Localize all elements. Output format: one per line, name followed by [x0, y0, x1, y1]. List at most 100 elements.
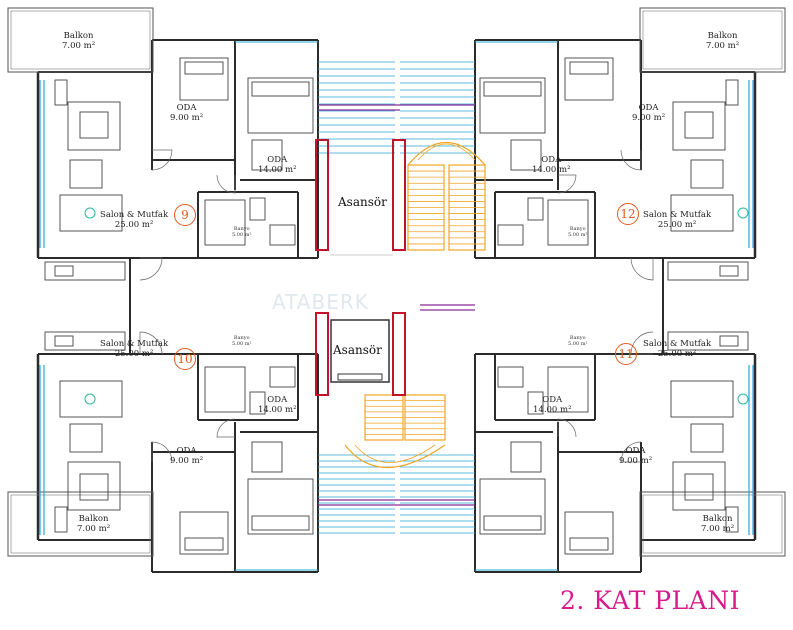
- dining-table-u9: [59, 194, 123, 232]
- stairs: [344, 142, 486, 469]
- table-accent-1: [737, 207, 749, 219]
- balcony-inner-u12: [642, 10, 783, 70]
- door-entry-u10: [139, 331, 163, 355]
- double-bed-u12: [479, 77, 546, 134]
- balcony-outer-u9: [7, 7, 154, 73]
- single-bed-u9: [179, 57, 229, 101]
- stair-landing-curve-lower: [344, 444, 446, 469]
- single-bed-u10: [179, 511, 229, 555]
- furniture: [44, 57, 749, 555]
- bath-sink-u12: [497, 224, 524, 246]
- toilet-u11: [527, 391, 544, 415]
- table-accent-3: [737, 393, 749, 405]
- armchair-u11: [690, 423, 724, 453]
- coffee-table-u12: [684, 111, 714, 139]
- kitchen-counter-u9: [44, 261, 126, 281]
- balcony-inner-u11: [642, 494, 783, 554]
- bed-pillows-u12: [483, 81, 542, 97]
- side-chair-u12: [725, 79, 739, 106]
- sofa-set-u11: [672, 461, 726, 511]
- single-bed-pillow-u9: [184, 61, 224, 75]
- kitchen-sink-u9: [54, 265, 74, 277]
- door-small-room-u9: [151, 149, 173, 171]
- door-small-room-u10: [151, 441, 173, 463]
- bath-sink-u11: [497, 366, 524, 388]
- unit-number-10: 10: [174, 348, 196, 370]
- window-and-rail-lines: [39, 41, 754, 571]
- sofa-set-u9: [67, 101, 121, 151]
- door-entry-u12: [630, 257, 654, 281]
- balconies: [7, 7, 786, 557]
- toilet-u12: [527, 197, 544, 221]
- dining-table-u12: [670, 194, 734, 232]
- single-bed-pillow-u11: [569, 537, 609, 551]
- bed-pillows-u11: [483, 515, 542, 531]
- elevator-left-wall-bottom: [315, 312, 329, 396]
- watermark: ATABERK: [272, 290, 369, 314]
- side-chair-u10: [54, 506, 68, 533]
- coffee-table-u9: [79, 111, 109, 139]
- kitchen-sink-u10: [54, 335, 74, 347]
- bath-sink-u10: [269, 366, 296, 388]
- double-bed-u9: [247, 77, 314, 134]
- elevator-right-wall-top: [392, 139, 406, 251]
- sofa-set-u12: [672, 101, 726, 151]
- stair-landing-curve-upper: [407, 142, 486, 166]
- kitchen-sink-u11: [719, 335, 739, 347]
- door-entry-u9: [139, 257, 163, 281]
- kitchen-counter-u11: [667, 331, 749, 351]
- kitchen-sink-u12: [719, 265, 739, 277]
- elevator-label-bottom: Asansör: [333, 343, 382, 357]
- bed-pillows-u9: [251, 81, 310, 97]
- table-accent-2: [84, 393, 96, 405]
- sofa-set-u10: [67, 461, 121, 511]
- balcony-outer-u10: [7, 491, 154, 557]
- elevator-right-wall-bottom: [392, 312, 406, 396]
- elevator-cab-bottom: [330, 319, 390, 383]
- coffee-table-u11: [684, 473, 714, 501]
- table-accent-0: [84, 207, 96, 219]
- single-bed-pillow-u12: [569, 61, 609, 75]
- balcony-inner-u10: [10, 494, 151, 554]
- door-swings: [139, 149, 654, 463]
- wardrobe-u11: [510, 441, 542, 473]
- side-chair-u11: [725, 506, 739, 533]
- elevator-door-bottom: [337, 373, 383, 381]
- door-small-room-u11: [620, 441, 642, 463]
- balcony-outer-u11: [639, 491, 786, 557]
- wardrobe-u10: [251, 441, 283, 473]
- elevator-left-wall-top: [315, 139, 329, 251]
- armchair-u12: [690, 159, 724, 189]
- door-bedroom-u10: [216, 418, 236, 438]
- elevator-label-top: Asansör: [338, 195, 387, 209]
- double-bed-u11: [479, 478, 546, 535]
- toilet-u9: [249, 197, 266, 221]
- shower-u9: [204, 199, 246, 246]
- wardrobe-u12: [510, 139, 542, 171]
- toilet-u10: [249, 391, 266, 415]
- kitchen-counter-u12: [667, 261, 749, 281]
- unit-number-9: 9: [174, 204, 196, 226]
- balcony-outer-u12: [639, 7, 786, 73]
- shower-u12: [547, 199, 589, 246]
